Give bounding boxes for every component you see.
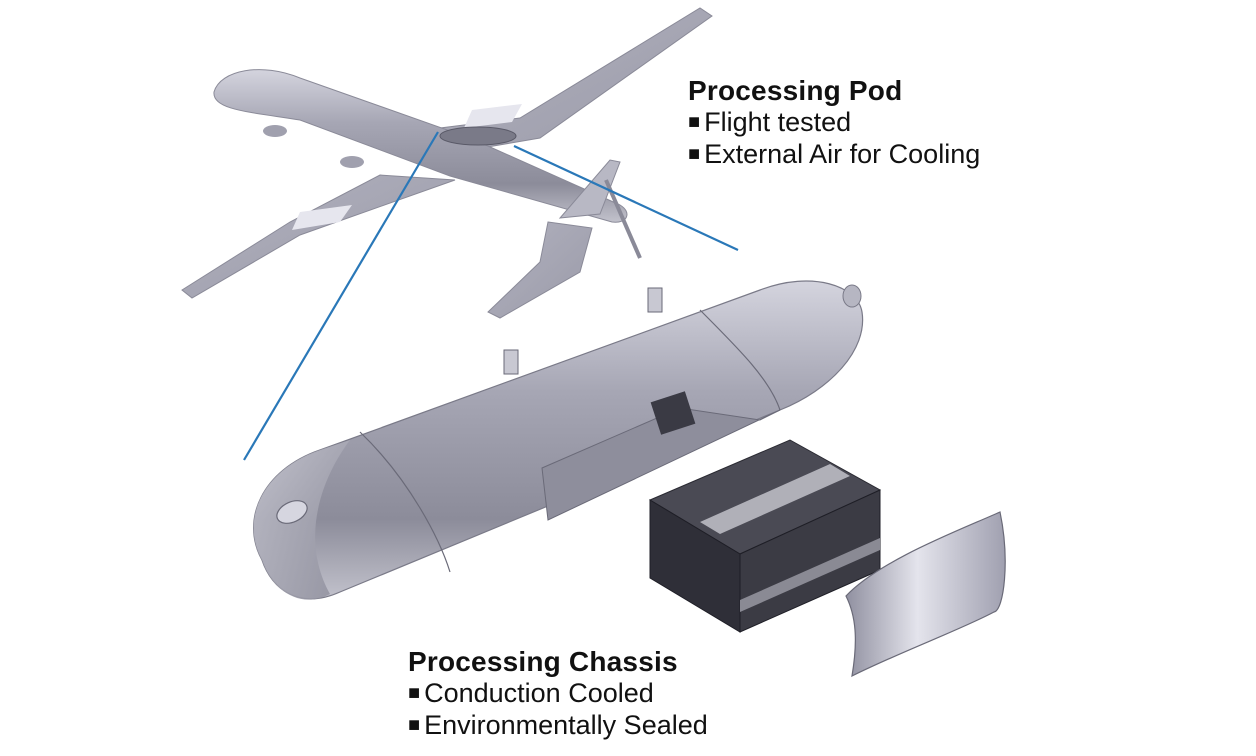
chassis-bullet-item: ■Environmentally Sealed — [408, 710, 708, 742]
bullet-icon: ■ — [408, 682, 421, 705]
pod-mount-lug — [647, 287, 663, 313]
pod-bay-equipment — [650, 391, 696, 435]
uav-lower-wing — [181, 174, 456, 299]
chassis-bullet-text: Conduction Cooled — [424, 678, 654, 709]
uav-sensor-2 — [340, 156, 364, 168]
uav-wing-panel — [292, 205, 352, 230]
uav-tail-lower — [487, 221, 593, 319]
uav-fuselage — [213, 69, 628, 223]
leader-line-left — [243, 131, 439, 461]
processing-chassis — [648, 439, 882, 633]
uav-tail-upper — [558, 159, 621, 219]
bullet-icon: ■ — [408, 713, 421, 736]
pod-label-title: Processing Pod — [688, 75, 903, 106]
pod-mount-lug-2 — [503, 349, 519, 375]
uav-wing-panel-2 — [464, 104, 522, 128]
pod-bullet-item: ■External Air for Cooling — [688, 139, 980, 171]
cover-panel — [845, 511, 1006, 678]
leader-lines — [243, 131, 739, 461]
pod-bullet-item: ■Flight tested — [688, 107, 980, 139]
chassis-bullet-item: ■Conduction Cooled — [408, 678, 708, 710]
processing-pod-label: Processing Pod ■Flight tested ■External … — [688, 74, 980, 171]
pod-tail-cap — [842, 284, 862, 308]
uav-aircraft — [181, 7, 713, 319]
chassis-side-band — [740, 538, 880, 612]
chassis-label-title: Processing Chassis — [408, 646, 678, 677]
processing-pod — [253, 280, 864, 600]
uav-propeller — [604, 179, 642, 259]
processing-chassis-label: Processing Chassis ■Conduction Cooled ■E… — [408, 645, 708, 742]
cover-panel-shell — [845, 511, 1006, 678]
leader-line-right — [513, 145, 739, 251]
bullet-icon: ■ — [688, 111, 701, 134]
pod-seam-2 — [699, 309, 781, 411]
pod-seam-1 — [359, 431, 451, 573]
pod-nose — [253, 440, 350, 600]
uav-wing-pod — [439, 126, 517, 146]
pod-bullet-text: Flight tested — [704, 107, 852, 138]
chassis-bullet-text: Environmentally Sealed — [424, 709, 708, 740]
pod-nose-sensor — [276, 500, 308, 524]
chassis-top-stripe — [700, 464, 850, 534]
bullet-icon: ■ — [688, 142, 701, 165]
uav-sensor — [263, 125, 287, 137]
pod-bullet-text: External Air for Cooling — [704, 138, 981, 169]
